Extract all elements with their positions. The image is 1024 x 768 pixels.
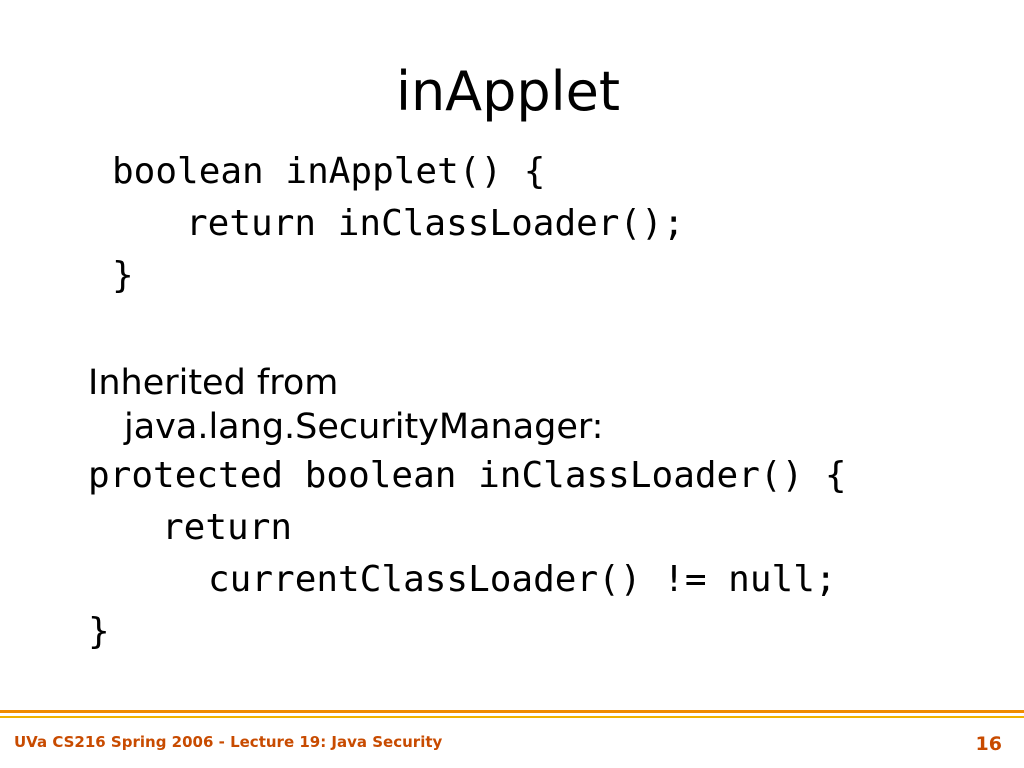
code-line: } xyxy=(112,255,134,296)
code-line: } xyxy=(88,611,110,652)
code-line: currentClassLoader() != null; xyxy=(208,559,837,600)
code-line: protected boolean inClassLoader() { xyxy=(88,455,847,496)
code-line: boolean inApplet() { xyxy=(112,151,546,192)
code-line: return inClassLoader(); xyxy=(186,203,685,244)
page-number: 16 xyxy=(975,733,1002,755)
inherited-text-line: java.lang.SecurityManager: xyxy=(124,407,604,447)
inherited-text-line: Inherited from xyxy=(88,363,339,403)
footer-rule-bottom xyxy=(0,716,1024,718)
footer-rule-top xyxy=(0,710,1024,713)
slide-title: inApplet xyxy=(395,60,621,123)
code-line: return xyxy=(162,507,293,548)
footer-text: UVa CS216 Spring 2006 - Lecture 19: Java… xyxy=(14,733,443,751)
